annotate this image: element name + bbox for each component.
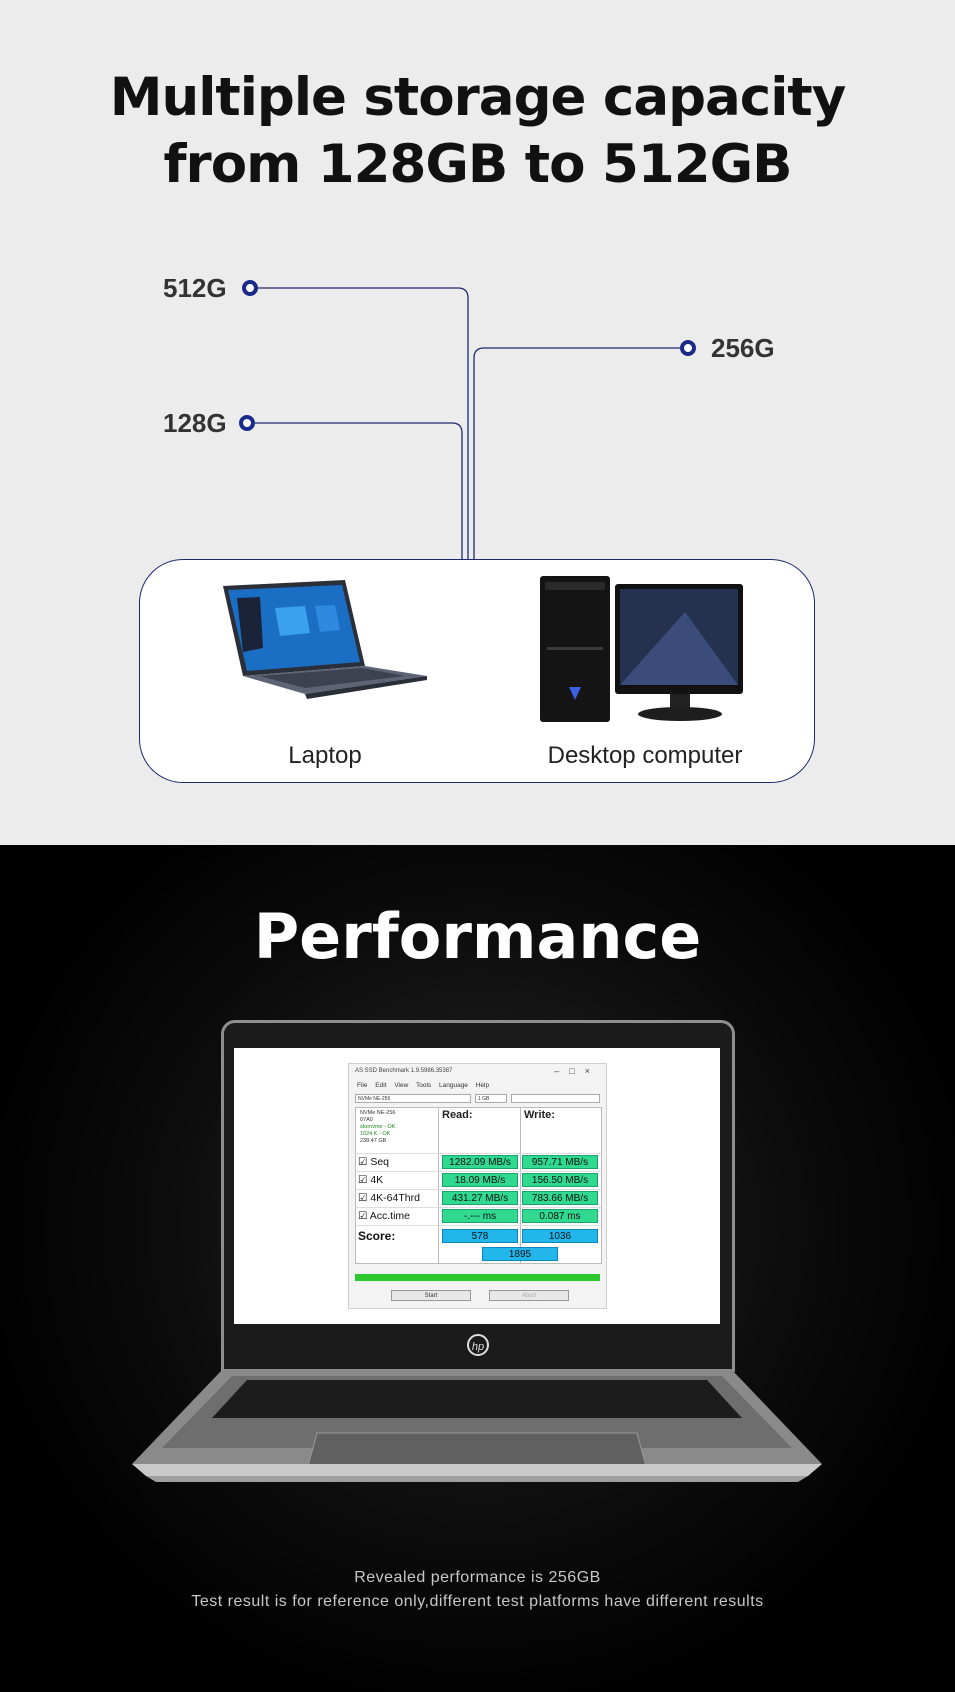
4k-read: 18.09 MB/s [442, 1173, 518, 1187]
menu-file[interactable]: File [357, 1082, 368, 1089]
row-seq-label[interactable]: ☑ Seq [358, 1156, 390, 1168]
laptop-keyboard-deck [132, 1370, 822, 1482]
performance-note-2: Test result is for reference only,differ… [191, 1593, 764, 1610]
row-4k64-label[interactable]: ☑ 4K-64Thrd [358, 1192, 420, 1204]
line-128g [255, 422, 463, 559]
score-label: Score: [358, 1229, 396, 1243]
capacity-connector-lines [239, 280, 696, 559]
hp-logo: hp [467, 1334, 489, 1356]
laptop-image [223, 580, 427, 699]
benchmark-menu: File Edit View Tools Language Help [357, 1082, 489, 1089]
capacity-128g: 128G [163, 408, 227, 438]
start-button[interactable]: Start [391, 1290, 471, 1301]
benchmark-field[interactable] [511, 1094, 600, 1103]
progress-bar [355, 1274, 600, 1281]
storage-title: Multiple storage capacity from 128GB to … [0, 64, 955, 198]
capacity-256g: 256G [711, 333, 775, 363]
acctime-read: -.--- ms [442, 1209, 518, 1223]
write-header: Write: [524, 1109, 555, 1121]
storage-title-line1: Multiple storage capacity [109, 67, 847, 128]
menu-help[interactable]: Help [475, 1082, 490, 1089]
row-acctime-label[interactable]: ☑ Acc.time [358, 1210, 411, 1222]
score-read: 578 [442, 1229, 518, 1243]
seq-write: 957.71 MB/s [522, 1155, 598, 1169]
line-512g [256, 287, 469, 559]
desktop-image [540, 576, 743, 722]
abort-button[interactable]: Abort [489, 1290, 569, 1301]
capacity-512g: 512G [163, 273, 227, 303]
drive-select[interactable]: NVMe NE-256 [355, 1094, 471, 1103]
row-4k-label[interactable]: ☑ 4K [358, 1174, 384, 1186]
menu-view[interactable]: View [394, 1082, 409, 1089]
drive-info: NVMe NE-256 07A0 stornvme - OK 1024 K - … [360, 1110, 396, 1144]
performance-note-1: Revealed performance is 256GB [354, 1569, 601, 1586]
storage-section: Multiple storage capacity from 128GB to … [0, 0, 955, 845]
device-label-laptop: Laptop [288, 742, 362, 769]
line-256g [473, 347, 680, 559]
dot-512g [242, 280, 258, 296]
score-total: 1895 [482, 1247, 558, 1261]
size-select[interactable]: 1 GB [475, 1094, 507, 1103]
4k64-read: 431.27 MB/s [442, 1191, 518, 1205]
benchmark-results-grid: NVMe NE-256 07A0 stornvme - OK 1024 K - … [355, 1107, 602, 1264]
read-header: Read: [442, 1109, 473, 1121]
window-controls[interactable]: –□× [554, 1066, 600, 1076]
benchmark-window-title: AS SSD Benchmark 1.9.5986.35387 [355, 1068, 453, 1074]
storage-title-line2: from 128GB to 512GB [163, 134, 793, 195]
menu-edit[interactable]: Edit [375, 1082, 387, 1089]
dot-128g [239, 415, 255, 431]
score-write: 1036 [522, 1229, 598, 1243]
4k-write: 156.50 MB/s [522, 1173, 598, 1187]
seq-read: 1282.09 MB/s [442, 1155, 518, 1169]
menu-language[interactable]: Language [439, 1082, 468, 1089]
acctime-write: 0.087 ms [522, 1209, 598, 1223]
performance-title: Performance [253, 900, 702, 973]
menu-tools[interactable]: Tools [416, 1082, 432, 1089]
benchmark-window: AS SSD Benchmark 1.9.5986.35387 –□× File… [348, 1063, 607, 1309]
dot-256g [680, 340, 696, 356]
4k64-write: 783.66 MB/s [522, 1191, 598, 1205]
device-label-desktop: Desktop computer [547, 742, 743, 769]
